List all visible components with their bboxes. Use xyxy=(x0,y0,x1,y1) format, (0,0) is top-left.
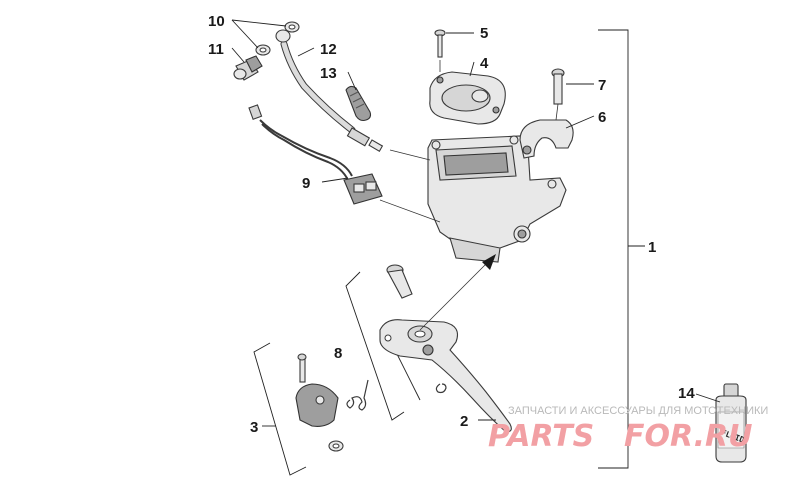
callout-leaders xyxy=(231,19,721,427)
clamp-bolt xyxy=(551,68,565,105)
brake-hose xyxy=(275,29,384,152)
brake-fluid-bottle: FLUID xyxy=(715,383,747,463)
callout-2: 2 xyxy=(460,413,468,430)
watermark-brand-left: PARTS xyxy=(488,419,594,454)
lever-pivot-bolt xyxy=(386,264,413,299)
cap-screw xyxy=(434,29,446,58)
callout-14: 14 xyxy=(678,385,695,402)
callout-9: 9 xyxy=(302,175,310,192)
callout-10: 10 xyxy=(208,13,225,30)
group-bracket-3 xyxy=(253,342,307,476)
brake-light-switch xyxy=(248,104,383,205)
callout-5: 5 xyxy=(480,25,488,42)
sealing-washers xyxy=(255,21,300,56)
master-cylinder-body xyxy=(427,135,567,263)
handlebar-clamp xyxy=(519,119,574,159)
callout-3: 3 xyxy=(250,419,258,436)
callout-8: 8 xyxy=(334,345,342,362)
watermark: ЗАПЧАСТИ И АКСЕССУАРЫ ДЛЯ МОТОТЕХНИКИ PA… xyxy=(488,405,768,454)
banjo-bolt xyxy=(233,55,263,81)
hose-boot xyxy=(345,85,372,122)
callout-12: 12 xyxy=(320,41,337,58)
brake-lever xyxy=(379,319,512,433)
retaining-clip xyxy=(435,383,447,394)
callout-4: 4 xyxy=(480,55,489,72)
circlip xyxy=(328,440,344,452)
watermark-brand-right: FOR.RU xyxy=(624,419,753,454)
callout-1: 1 xyxy=(648,239,656,256)
assembly-bracket-1 xyxy=(598,29,645,469)
lever-adjuster-block xyxy=(295,353,339,427)
callout-13: 13 xyxy=(320,65,337,82)
watermark-tagline: ЗАПЧАСТИ И АКСЕССУАРЫ ДЛЯ МОТОТЕХНИКИ xyxy=(508,405,768,417)
callout-7: 7 xyxy=(598,77,606,94)
reservoir-cap xyxy=(429,71,506,125)
return-spring xyxy=(346,379,369,411)
callout-11: 11 xyxy=(208,41,224,58)
assembly-guide-lines xyxy=(379,60,559,331)
callout-6: 6 xyxy=(598,109,606,126)
